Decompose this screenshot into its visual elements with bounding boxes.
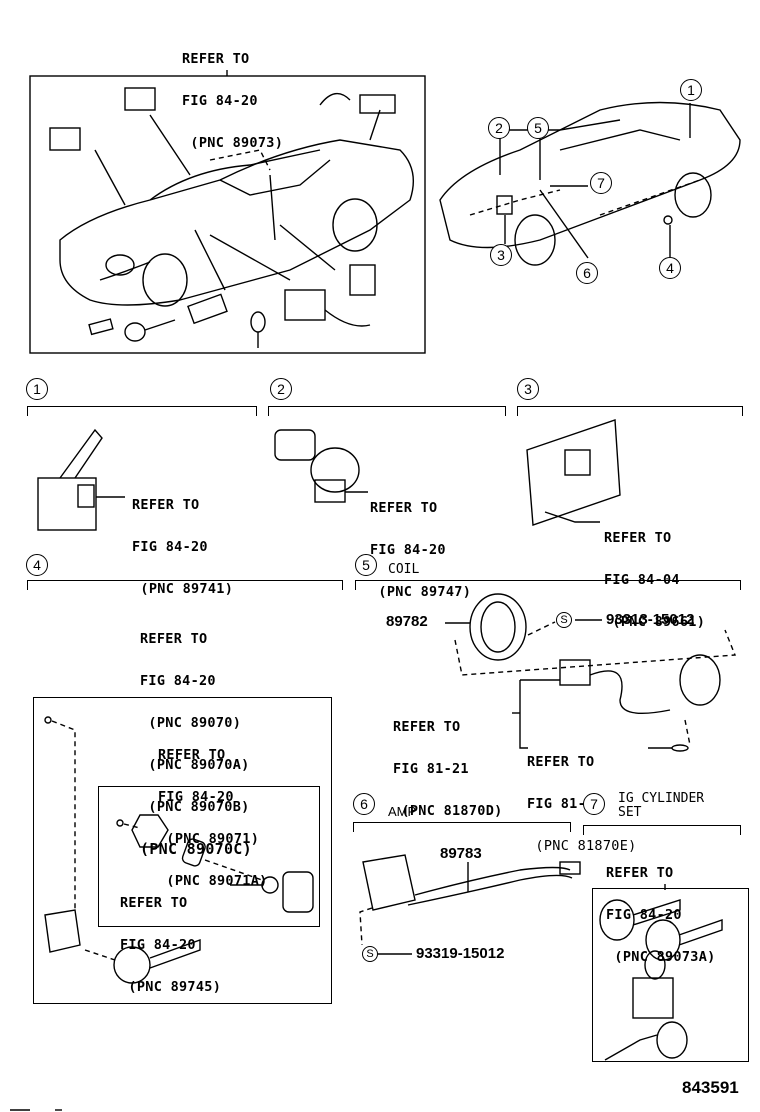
ref-line: (PNC 89071A)	[158, 873, 268, 889]
section-7-ig-cylinder-box	[592, 888, 749, 1062]
section-6-title: AMP	[388, 804, 417, 819]
section-5-screw-part-number[interactable]: 93313-15012	[606, 611, 695, 628]
section-5-part-number[interactable]: 89782	[386, 613, 428, 630]
section-5-title: COIL	[388, 562, 420, 577]
section-6-callout: 6	[353, 793, 375, 815]
figure-number: 843591	[682, 1078, 739, 1097]
ref-line: (PNC 89070)	[140, 715, 242, 731]
section-7-reference-label: REFER TO FIG 84-20 (PNC 89073A)	[606, 838, 716, 978]
section-2-reference-label: REFER TO FIG 84-20 (PNC 89747)	[370, 473, 471, 613]
section-3-drawing	[526, 419, 621, 526]
section-4-key-drawing	[44, 716, 314, 984]
location-callout-1[interactable]: 1	[680, 79, 702, 101]
section-7-title: IG CYLINDER SET	[618, 791, 705, 820]
ref-line: REFER TO	[158, 747, 226, 763]
ref-line: FIG 84-20	[370, 542, 446, 558]
ref-line: (PNC 81870D)	[393, 803, 503, 819]
section-5-bracket	[355, 580, 741, 590]
section-2-bracket	[268, 406, 506, 416]
section-6-screw-part-number[interactable]: 93319-15012	[416, 945, 505, 962]
ref-line: REFER TO	[132, 497, 200, 513]
ref-line: REFER TO	[140, 631, 208, 647]
section-7-callout: 7	[583, 793, 605, 815]
ref-line: FIG 84-20	[158, 789, 234, 805]
section-4-reference-label: REFER TO FIG 84-20 (PNC 89070) (PNC 8907…	[140, 604, 252, 870]
section-5-coil-drawing	[445, 593, 737, 752]
section-4-inner-reference-label: REFER TO FIG 84-20 (PNC 89071) (PNC 8907…	[158, 720, 268, 902]
ref-line: FIG 84-20	[132, 539, 208, 555]
ref-line: (PNC 89745)	[120, 979, 222, 995]
section-1-callout: 1	[26, 378, 48, 400]
ref-line: (PNC 89070A)	[140, 757, 250, 773]
ref-line: REFER TO	[182, 51, 250, 67]
ref-line: REFER TO	[370, 500, 438, 516]
section-4-transmitter-box	[98, 786, 320, 927]
ref-line: FIG 84-20	[182, 93, 258, 109]
ref-line: FIG 84-20	[120, 937, 196, 953]
location-callout-7[interactable]: 7	[590, 172, 612, 194]
section-1-drawing	[37, 428, 125, 531]
ref-line: REFER TO	[604, 530, 672, 546]
ref-line: (PNC 81870E)	[527, 838, 637, 854]
ref-line: (PNC 89070B)	[140, 799, 250, 815]
section-6-part-number[interactable]: 89783	[440, 845, 482, 862]
section-4-bracket	[27, 580, 343, 590]
ref-line: (PNC 89073A)	[606, 949, 716, 965]
ref-line: FIG 84-20	[606, 907, 682, 923]
section-5-reference-label-a: REFER TO FIG 81-21 (PNC 81870D)	[393, 692, 503, 832]
ref-line: (PNC 89073)	[182, 135, 284, 151]
overview-car-exploded-drawing	[29, 70, 426, 354]
section-7-ig-cylinder-drawing	[599, 884, 723, 1061]
section-4-callout: 4	[26, 554, 48, 576]
location-callout-2[interactable]: 2	[488, 117, 510, 139]
ref-line: FIG 84-20	[140, 673, 216, 689]
screw-symbol-icon: S	[362, 946, 378, 962]
screw-symbol-icon: S	[556, 612, 572, 628]
section-5-callout: 5	[355, 554, 377, 576]
section-4-key-assembly-box	[33, 697, 332, 1004]
location-callout-3[interactable]: 3	[490, 244, 512, 266]
ref-line: REFER TO	[120, 895, 188, 911]
section-3-callout: 3	[517, 378, 539, 400]
section-6-amp-drawing	[359, 854, 581, 955]
location-callout-6[interactable]: 6	[576, 262, 598, 284]
ref-line: (PNC 89741)	[132, 581, 234, 597]
section-7-bracket	[583, 825, 741, 835]
location-callout-4[interactable]: 4	[659, 257, 681, 279]
ref-line: REFER TO	[606, 865, 674, 881]
ref-line: (PNC 89071)	[158, 831, 260, 847]
ref-line: (PNC 89070C)	[140, 840, 252, 858]
ref-line: FIG 81-21	[393, 761, 469, 777]
overview-reference-label: REFER TO FIG 84-20 (PNC 89073)	[182, 24, 283, 164]
section-2-drawing	[274, 429, 368, 503]
location-callout-5[interactable]: 5	[527, 117, 549, 139]
ref-line: REFER TO	[527, 754, 595, 770]
section-2-callout: 2	[270, 378, 292, 400]
section-4-sub-reference-label: REFER TO FIG 84-20 (PNC 89745)	[120, 868, 221, 1008]
ref-line: (PNC 89747)	[370, 584, 472, 600]
ref-line: (PNC 89661)	[604, 614, 706, 630]
section-3-bracket	[517, 406, 743, 416]
ref-line: REFER TO	[393, 719, 461, 735]
section-1-bracket	[27, 406, 257, 416]
section-6-bracket	[353, 822, 571, 832]
section-1-reference-label: REFER TO FIG 84-20 (PNC 89741)	[132, 470, 233, 610]
